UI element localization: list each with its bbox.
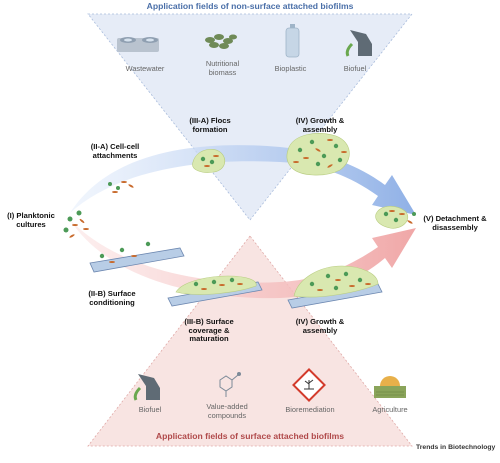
bottom-application-label: Bioremediation <box>285 405 335 414</box>
stage-growth-bottom: (IV) Growth & assembly <box>295 317 345 335</box>
bottom-application-panel <box>87 235 413 447</box>
detached-cells <box>383 210 416 224</box>
wastewater-tank-icon <box>117 37 159 52</box>
cell-cell-attachment-cells <box>108 181 134 193</box>
surface-growth-biofilm <box>293 265 379 298</box>
stage-growth-top: (IV) Growth & assembly <box>295 116 345 134</box>
top-application-label: Biofuel <box>343 64 367 73</box>
top-application-label: Wastewater <box>125 64 165 73</box>
sunrise-field-icon <box>374 376 406 398</box>
top-application-label: Bioplastic <box>274 64 307 73</box>
bottom-panel-title: Application fields of surface attached b… <box>155 431 345 441</box>
surface-conditioning-cells <box>99 241 151 263</box>
fuel-nozzle-icon <box>345 30 372 57</box>
stage-detachment: (V) Detachment & disassembly <box>423 214 487 232</box>
stage-flocs-formation: (III-A) Flocs formation <box>189 116 231 134</box>
top-panel-title: Application fields of non-surface attach… <box>146 1 354 11</box>
journal-credit: Trends in Biotechnology <box>416 444 496 451</box>
surface-growth-cells <box>309 271 371 291</box>
assembled-biofilm-top <box>286 133 350 176</box>
surface-coverage-biofilm <box>175 275 257 295</box>
bottom-application-label: Biofuel <box>138 405 162 414</box>
bottom-application-label: Value-added compounds <box>206 402 248 420</box>
fuel-nozzle-icon <box>133 374 160 401</box>
assembly-cells-top <box>293 139 347 168</box>
stage-surface-coverage: (III-B) Surface coverage & maturation <box>184 317 234 344</box>
floc-cells <box>200 155 219 167</box>
hazard-sign-icon <box>292 368 326 402</box>
stage-surface-conditioning: (II-B) Surface conditioning <box>88 289 136 307</box>
surface-coverage-cells <box>193 277 243 290</box>
bottom-application-label: Agriculture <box>372 405 408 414</box>
stage-planktonic-cultures: (I) Planktonic cultures <box>7 211 55 229</box>
top-application-panel <box>87 13 413 221</box>
biomass-pellets-icon <box>205 34 237 49</box>
substrate-slide-1 <box>89 247 185 273</box>
detached-biofilm <box>375 205 409 229</box>
molecule-icon <box>219 372 241 397</box>
stage-cell-cell-attachments: (II-A) Cell-cell attachments <box>90 142 140 160</box>
planktonic-cells <box>63 210 89 238</box>
bottle-icon <box>285 24 300 58</box>
top-application-label: Nutritional biomass <box>205 59 240 77</box>
